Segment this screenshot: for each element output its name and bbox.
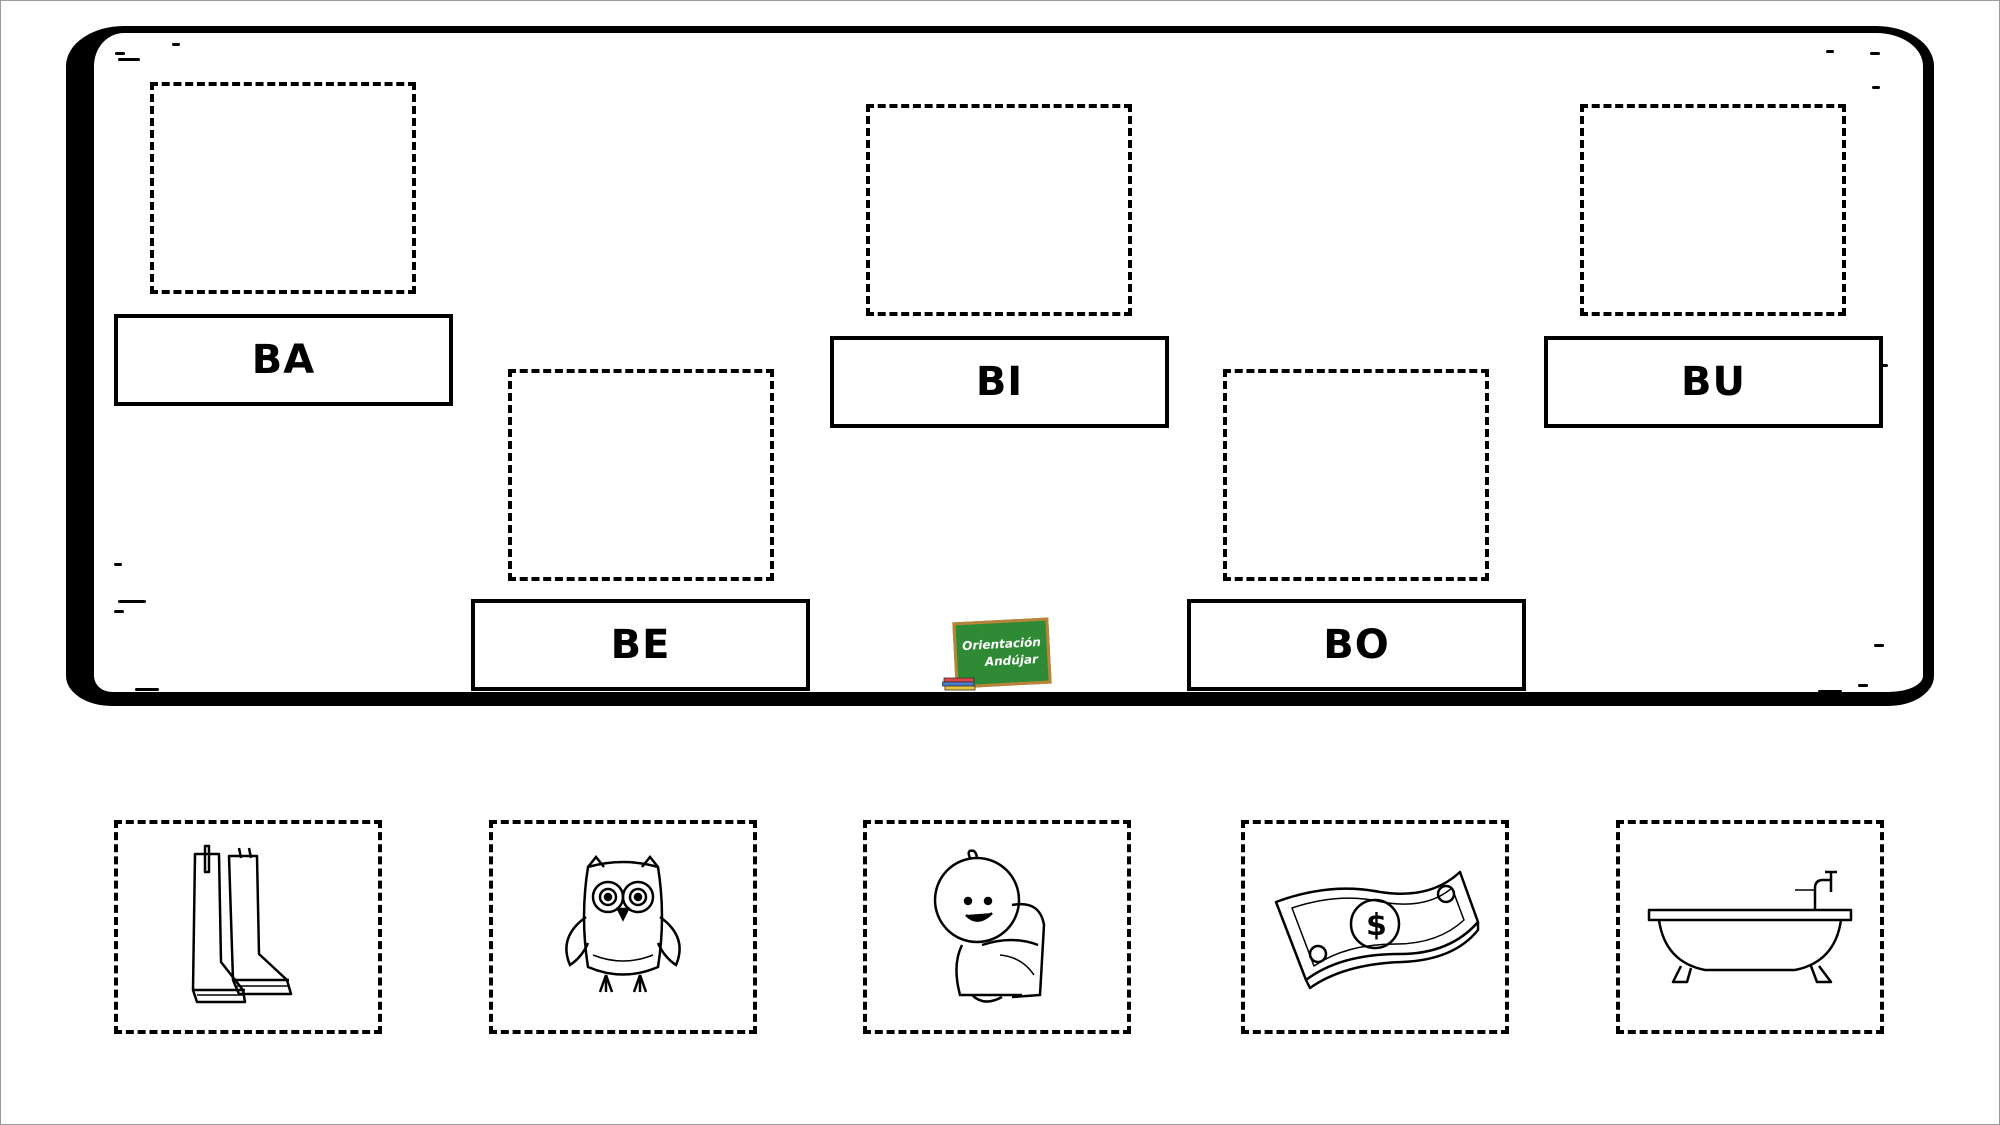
- speck: [118, 600, 146, 603]
- drop-box-bo[interactable]: [1223, 369, 1489, 581]
- svg-text:$: $: [1366, 908, 1387, 943]
- baby-icon: [933, 848, 1046, 1003]
- drop-box-bi[interactable]: [866, 104, 1132, 316]
- syllable-label-be: BE: [471, 599, 810, 691]
- speck: [115, 52, 125, 55]
- syllable-label-bo: BO: [1187, 599, 1526, 691]
- speck: [1826, 50, 1834, 53]
- syllable-label-bi: BI: [830, 336, 1169, 428]
- boots-icon: [191, 844, 293, 1004]
- syllable-text: BO: [1323, 622, 1390, 668]
- logo-line2: Andújar: [984, 652, 1039, 669]
- picture-card-boots[interactable]: [114, 820, 382, 1034]
- speck: [114, 563, 122, 566]
- speck: [135, 688, 159, 691]
- speck: [114, 610, 124, 613]
- syllable-label-ba: BA: [114, 314, 453, 406]
- speck: [118, 58, 140, 61]
- syllable-text: BE: [610, 622, 671, 668]
- picture-card-owl[interactable]: [489, 820, 757, 1034]
- banknote-icon: $: [1274, 870, 1480, 990]
- speck: [1872, 86, 1880, 89]
- speck: [1880, 364, 1888, 367]
- drop-box-ba[interactable]: [150, 82, 416, 294]
- syllable-label-bu: BU: [1544, 336, 1883, 428]
- speck: [1858, 684, 1868, 687]
- speck: [1874, 644, 1884, 647]
- syllable-text: BU: [1681, 359, 1746, 405]
- syllable-text: BI: [975, 359, 1024, 405]
- drop-box-be[interactable]: [508, 369, 774, 581]
- speck: [172, 43, 180, 46]
- bathtub-icon: [1647, 870, 1853, 984]
- picture-card-banknote[interactable]: $: [1241, 820, 1509, 1034]
- drop-box-bu[interactable]: [1580, 104, 1846, 316]
- picture-card-baby[interactable]: [863, 820, 1131, 1034]
- syllable-text: BA: [251, 337, 316, 383]
- speck: [1818, 690, 1842, 693]
- speck: [1870, 52, 1880, 55]
- orientacion-andujar-logo: Orientación Andújar: [942, 617, 1052, 692]
- owl-icon: [565, 854, 681, 993]
- picture-card-bathtub[interactable]: [1616, 820, 1884, 1034]
- books-icon: [942, 677, 976, 691]
